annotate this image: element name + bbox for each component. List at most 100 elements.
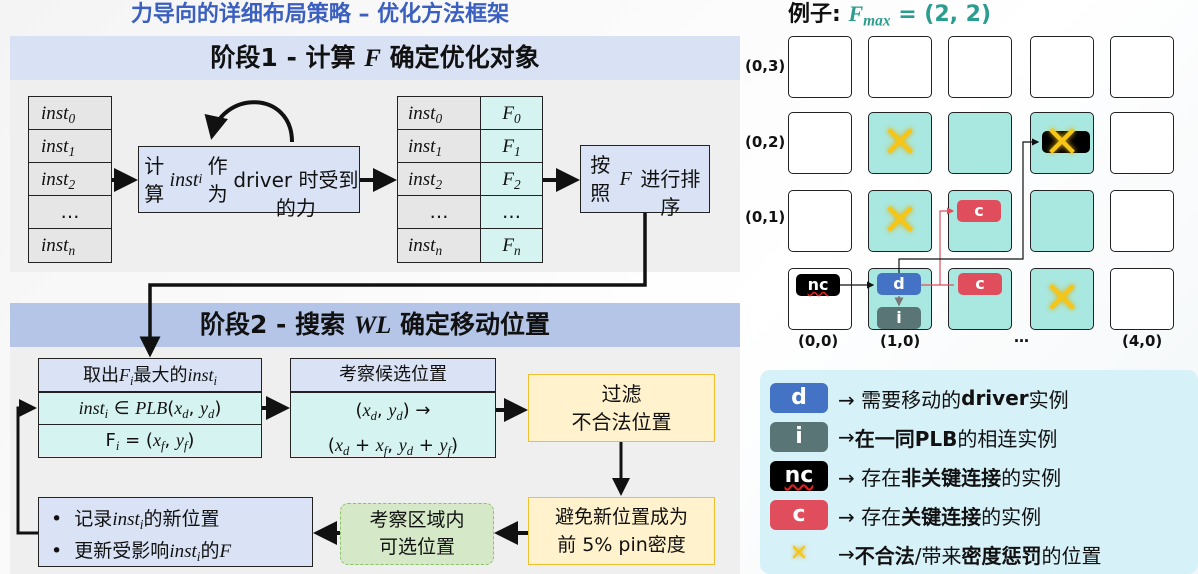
stage1-heading: 阶段1 - 计算 F 确定优化对象: [10, 36, 740, 80]
force-name: F: [502, 169, 514, 190]
text-segment: f: [447, 443, 452, 458]
text-segment: x: [334, 434, 343, 455]
grid-cell: [1030, 36, 1094, 98]
text-segment: ): [451, 434, 459, 456]
instance-cell: inst1: [398, 130, 481, 162]
instance-name: inst: [41, 103, 69, 124]
text-segment: max: [863, 12, 891, 30]
grid-cell: [788, 190, 852, 252]
text-segment: y: [439, 434, 448, 455]
flow-arrows: [16, 100, 647, 545]
bullet: •: [51, 539, 75, 562]
legend-text: →: [838, 542, 855, 566]
instance-name: inst: [408, 136, 436, 157]
legend-item: ✕→ 不合法/带来密度惩罚的位置: [770, 538, 1102, 570]
fmax-value: Fmax = (2, 2): [848, 1, 991, 30]
text-segment: driver 时受到的力: [233, 167, 359, 220]
grid-cell: [868, 36, 932, 98]
text-segment: 考察区域内 可选位置: [369, 509, 465, 558]
instance-name: inst: [41, 235, 69, 256]
legend-text: driver: [961, 386, 1029, 410]
text-segment: f: [160, 438, 165, 453]
d-to-c-line: [921, 211, 954, 286]
grid-cell: [948, 36, 1012, 98]
text-segment: 取出: [82, 365, 119, 386]
text-segment: ,: [376, 400, 389, 421]
text-segment: 过滤 不合法位置: [571, 382, 672, 434]
chip-same-plb: i: [877, 307, 921, 329]
chip-critical: c: [958, 273, 1002, 295]
text-segment: 确定优化对象: [380, 43, 540, 72]
d-to-target-line: [898, 138, 1040, 273]
instance-index: 1: [68, 143, 76, 159]
text-segment: inst: [187, 365, 214, 385]
instance-name: inst: [408, 103, 436, 124]
arrow-loop-back: [16, 399, 38, 535]
legend-text: 的实例: [981, 504, 1042, 529]
legend-text: → 存在: [838, 504, 902, 529]
col-label: (1,0): [880, 332, 921, 350]
text-segment: ∈: [108, 398, 136, 419]
legend-text: 在一同PLB: [854, 426, 958, 451]
candidate-box: 考察候选位置 (xd, yd) → (xd + xf, yd + yf): [290, 358, 496, 458]
illegal-x-icon: ✕: [881, 117, 919, 168]
text-segment: 阶段2 - 搜索: [199, 310, 354, 339]
legend-chip: nc: [770, 461, 828, 491]
text-segment: i: [129, 373, 134, 388]
text-segment: ,: [188, 398, 201, 419]
text-segment: 阶段1 - 计算: [210, 43, 365, 72]
text-segment: ): [187, 430, 195, 451]
force-index: 1: [513, 143, 521, 159]
text-segment: 进行排序: [640, 167, 701, 219]
legend-text: → 存在: [838, 465, 902, 490]
pick-row-plb: insti ∈ PLB(xd, yd): [39, 393, 261, 425]
text-segment: 的新位置: [143, 508, 220, 530]
text-segment: y: [398, 434, 407, 455]
instance-row: …: [29, 196, 111, 229]
instance-cell: inst2: [398, 163, 481, 195]
legend-text: 非关键连接: [901, 465, 1002, 490]
text-segment: y: [175, 430, 184, 450]
grid-cell: [1110, 268, 1174, 330]
chip-driver: d: [877, 273, 921, 295]
text-segment: F: [219, 540, 232, 562]
grid-cell: [1110, 36, 1174, 98]
text-segment: x: [362, 400, 371, 420]
instance-cell: …: [398, 196, 481, 228]
text-segment: 按照: [590, 153, 611, 205]
sort-box: 按照 F 进行排序: [580, 145, 710, 219]
text-segment: F: [364, 45, 381, 72]
slide-title: 力导向的详细布局策略 – 优化方法框架: [130, 2, 510, 27]
instance-cell: instn: [398, 229, 481, 262]
grid-cell: [788, 36, 852, 98]
text-segment: d: [396, 408, 403, 423]
text-segment: d: [342, 443, 350, 458]
text-segment: 的: [200, 539, 220, 562]
text-segment: d: [406, 443, 414, 458]
text-segment: ,: [387, 434, 399, 456]
text-segment: i: [213, 373, 218, 388]
force-index: n: [513, 242, 521, 258]
chip-nc: nc: [796, 274, 840, 296]
instance-index: n: [435, 242, 443, 258]
text-segment: inst: [169, 168, 199, 191]
text-segment: inst: [169, 540, 197, 562]
text-segment: F: [848, 1, 864, 26]
legend-text: 的相连实例: [957, 426, 1058, 451]
force-name: F: [502, 103, 514, 124]
force-name: …: [502, 201, 521, 223]
force-cell: …: [481, 196, 542, 228]
col-label: (0,0): [798, 332, 839, 350]
pick-header: 取出Fi最大的insti: [39, 359, 261, 393]
force-name: F: [502, 235, 514, 256]
text-segment: 更新受影响: [74, 539, 170, 562]
grid-cell: [1030, 268, 1094, 330]
instance-name: inst: [41, 169, 69, 190]
text-segment: x: [152, 430, 161, 450]
text-segment: ,: [164, 430, 176, 451]
legend-text: → 需要移动的: [838, 387, 962, 412]
